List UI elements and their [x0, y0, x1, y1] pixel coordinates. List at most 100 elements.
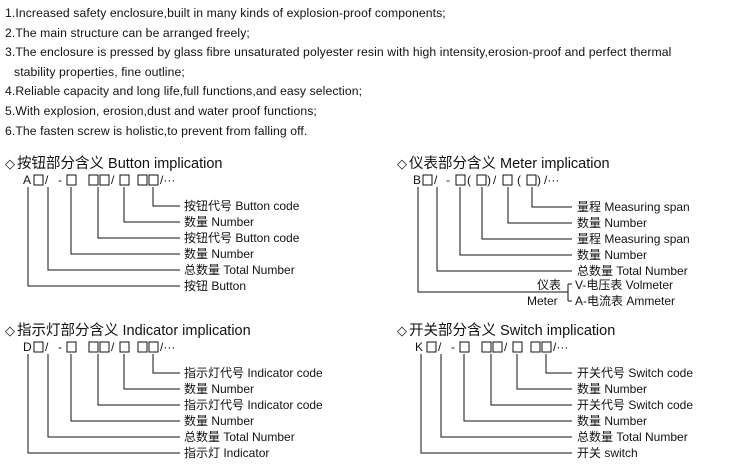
code-separator: -	[446, 173, 450, 187]
code-box	[492, 341, 503, 353]
meter-section-title: ◇仪表部分含义 Meter implication	[397, 152, 610, 173]
button-section-title: ◇按钮部分含义 Button implication	[5, 152, 222, 173]
label-number: 数量 Number	[184, 381, 254, 396]
code-letter: K	[415, 340, 423, 354]
diamond-icon: ◇	[5, 323, 15, 338]
label-total-number: 总数量 Total Number	[577, 429, 688, 444]
paren-open: (	[517, 173, 521, 187]
leader-line	[545, 354, 572, 374]
label-button: 按钮 Button	[184, 278, 246, 293]
leader-line	[152, 354, 180, 374]
switch-section-title: ◇开关部分含义 Switch implication	[397, 319, 615, 340]
label-meter-en: Meter	[527, 294, 558, 308]
label-number: 数量 Number	[184, 246, 254, 261]
label-switch-code: 开关代号 Switch code	[577, 398, 693, 412]
label-number: 数量 Number	[577, 413, 647, 428]
code-box	[541, 341, 552, 353]
section-title-text: 按钮部分含义 Button implication	[17, 156, 223, 172]
code-box	[148, 341, 159, 353]
label-number: 数量 Number	[577, 247, 647, 262]
label-number: 数量 Number	[184, 214, 254, 229]
code-box	[119, 174, 130, 186]
leader-line	[436, 187, 572, 272]
paren-close: )	[487, 173, 491, 187]
code-box	[88, 341, 99, 353]
code-separator: -	[451, 340, 455, 354]
feature-item: 1.Increased safety enclosure,built in ma…	[5, 6, 446, 20]
section-title-text: 仪表部分含义 Meter implication	[409, 156, 610, 172]
diamond-icon: ◇	[5, 156, 15, 171]
code-box	[426, 341, 437, 353]
leader-line	[27, 187, 180, 287]
code-box	[99, 341, 110, 353]
code-separator: /···	[544, 173, 559, 187]
code-separator: /	[111, 340, 115, 354]
code-box	[455, 174, 466, 186]
code-box	[137, 174, 148, 186]
leader-line	[463, 354, 572, 422]
code-separator: /	[45, 173, 49, 187]
code-separator: /···	[160, 173, 175, 187]
label-total-number: 总数量 Total Number	[577, 263, 688, 278]
code-separator: /	[45, 340, 49, 354]
code-separator: /	[504, 340, 508, 354]
code-box	[137, 341, 148, 353]
button-code-diagram: A / - / /··· 按钮代号 Button code 数量 Number …	[23, 173, 300, 293]
diamond-icon: ◇	[397, 323, 407, 338]
label-button-code: 按钮代号 Button code	[184, 198, 300, 213]
code-letter: A	[23, 173, 31, 187]
code-separator: /	[111, 173, 115, 187]
code-box	[33, 174, 44, 186]
code-separator: /	[434, 173, 438, 187]
paren-close: )	[537, 173, 541, 187]
code-box	[530, 341, 541, 353]
paren-open: (	[467, 173, 471, 187]
code-box	[66, 341, 77, 353]
label-meter-cn: 仪表	[537, 278, 561, 292]
code-box	[512, 341, 523, 353]
leader-line	[70, 354, 180, 422]
label-ammeter: A-电流表 Ammeter	[575, 294, 675, 308]
leader-line	[47, 187, 180, 271]
code-box	[502, 174, 513, 186]
label-indicator: 指示灯 Indicator	[184, 445, 269, 460]
label-measuring-span: 量程 Measuring span	[577, 231, 690, 246]
code-box	[33, 341, 44, 353]
meter-code-diagram: B / - ( ) / ( ) /··· 量程 Measuring span 数…	[413, 173, 690, 308]
code-separator: /···	[160, 340, 175, 354]
leader-line	[97, 354, 180, 406]
label-number: 数量 Number	[577, 381, 647, 396]
code-letter: D	[23, 340, 32, 354]
feature-item: 2.The main structure can be arranged fre…	[5, 25, 250, 40]
leader-line	[481, 187, 572, 240]
code-separator: -	[58, 173, 62, 187]
feature-item: 5.With explosion, erosion,dust and water…	[5, 103, 317, 118]
section-title-text: 指示灯部分含义 Indicator implication	[17, 323, 251, 339]
leader-line	[417, 187, 568, 293]
leader-line	[420, 354, 572, 454]
switch-code-diagram: K / - / /··· 开关代号 Switch code 数量 Number …	[415, 340, 693, 460]
label-button-code: 按钮代号 Button code	[184, 230, 300, 245]
leader-line	[152, 187, 180, 207]
leader-line	[27, 354, 180, 454]
code-box	[119, 341, 130, 353]
code-box	[481, 341, 492, 353]
code-box	[459, 341, 470, 353]
code-box	[88, 174, 99, 186]
code-box	[66, 174, 77, 186]
leader-line	[531, 187, 572, 208]
section-title-text: 开关部分含义 Switch implication	[409, 323, 616, 339]
leader-line	[97, 187, 180, 239]
leader-line	[47, 354, 180, 438]
code-separator: /···	[553, 340, 568, 354]
feature-item: 3.The enclosure is pressed by glass fibr…	[5, 45, 672, 60]
leader-line	[123, 354, 180, 390]
indicator-section-title: ◇指示灯部分含义 Indicator implication	[5, 319, 251, 340]
leader-line	[440, 354, 572, 438]
label-indicator-code: 指示灯代号 Indicator code	[184, 365, 323, 380]
feature-item: 4.Reliable capacity and long life,full f…	[5, 84, 363, 99]
code-box	[99, 174, 110, 186]
code-separator: -	[58, 340, 62, 354]
label-switch: 开关 switch	[577, 446, 638, 460]
feature-list: 1.Increased safety enclosure,built in ma…	[5, 4, 745, 141]
